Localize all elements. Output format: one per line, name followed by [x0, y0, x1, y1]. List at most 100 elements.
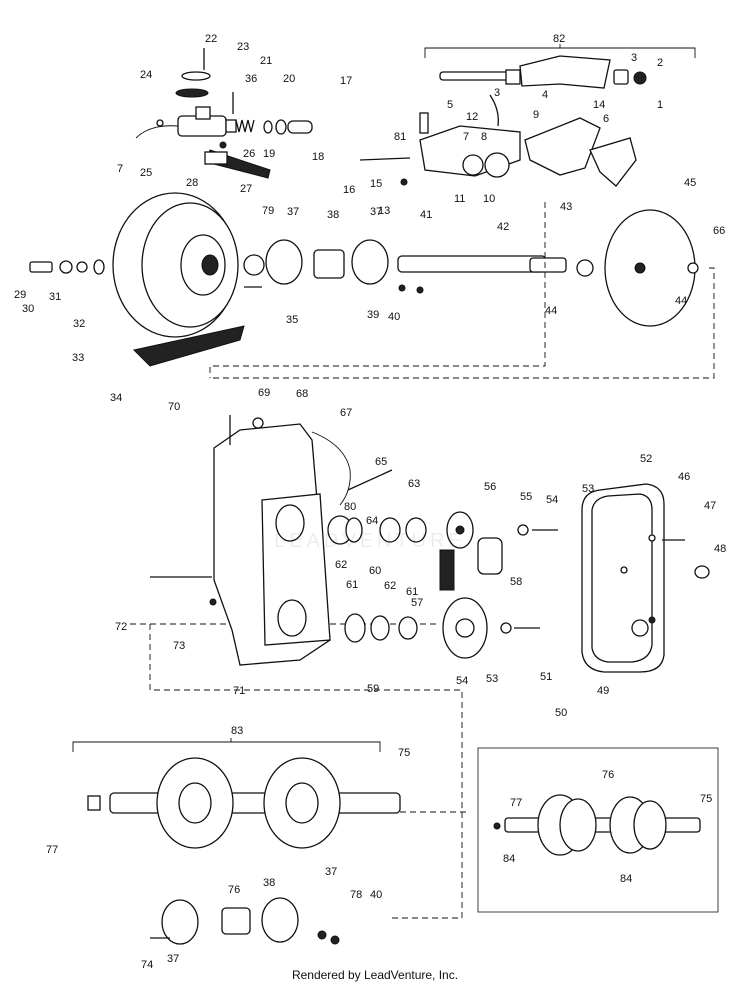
callout-53: 53: [486, 673, 498, 685]
callout-61: 61: [346, 579, 358, 591]
callout-5: 5: [447, 99, 453, 111]
callout-75: 75: [398, 747, 410, 759]
callout-71: 71: [233, 685, 245, 697]
callout-16: 16: [343, 184, 355, 196]
callout-31: 31: [49, 291, 61, 303]
callout-54: 54: [546, 494, 558, 506]
callout-47: 47: [704, 500, 716, 512]
callout-33: 33: [72, 352, 84, 364]
callout-59: 59: [367, 683, 379, 695]
callout-66: 66: [713, 225, 725, 237]
callout-17: 17: [340, 75, 352, 87]
callout-58: 58: [510, 576, 522, 588]
callout-55: 55: [520, 491, 532, 503]
callout-79: 79: [262, 205, 274, 217]
callout-10: 10: [483, 193, 495, 205]
callout-37: 37: [287, 206, 299, 218]
callout-7: 7: [117, 163, 123, 175]
callout-41: 41: [420, 209, 432, 221]
callout-49: 49: [597, 685, 609, 697]
callout-18: 18: [312, 151, 324, 163]
callout-67: 67: [340, 407, 352, 419]
callout-84: 84: [620, 873, 632, 885]
primary-clutch: [29, 192, 245, 367]
callout-20: 20: [283, 73, 295, 85]
callout-35: 35: [286, 314, 298, 326]
callout-77: 77: [46, 844, 58, 856]
callout-82: 82: [553, 33, 565, 45]
inset-alternate-axle: [477, 747, 719, 913]
callout-6: 6: [603, 113, 609, 125]
callout-62: 62: [384, 580, 396, 592]
callout-12: 12: [466, 111, 478, 123]
callout-3: 3: [494, 87, 500, 99]
callout-14: 14: [593, 99, 605, 111]
watermark: LEADVENTURE: [274, 530, 466, 552]
callout-60: 60: [369, 565, 381, 577]
callout-2: 2: [657, 57, 663, 69]
callout-30: 30: [22, 303, 34, 315]
callout-68: 68: [296, 388, 308, 400]
callout-64: 64: [366, 515, 378, 527]
callout-80: 80: [344, 501, 356, 513]
callout-50: 50: [555, 707, 567, 719]
callout-25: 25: [140, 167, 152, 179]
callout-44: 44: [675, 295, 687, 307]
callout-40: 40: [388, 311, 400, 323]
callout-37: 37: [325, 866, 337, 878]
callout-29: 29: [14, 289, 26, 301]
callout-46: 46: [678, 471, 690, 483]
track-drive-axle: [72, 738, 401, 945]
callout-52: 52: [640, 453, 652, 465]
callout-3: 3: [631, 52, 637, 64]
callout-11: 11: [454, 193, 465, 205]
callout-78: 78: [350, 889, 362, 901]
callout-23: 23: [237, 41, 249, 53]
callout-15: 15: [370, 178, 382, 190]
jackshaft-assembly: [243, 209, 699, 327]
callout-83: 83: [231, 725, 243, 737]
chaincase-housing: [150, 415, 351, 666]
footer-credit: Rendered by LeadVenture, Inc.: [291, 968, 459, 982]
callout-63: 63: [408, 478, 420, 490]
upper-bracket-parts: [359, 55, 647, 187]
callout-76: 76: [228, 884, 240, 896]
callout-21: 21: [260, 55, 272, 67]
callout-37: 37: [370, 206, 382, 218]
callout-74: 74: [141, 959, 153, 971]
callout-45: 45: [684, 177, 696, 189]
callout-28: 28: [186, 177, 198, 189]
callout-13: 13: [378, 205, 390, 217]
callout-32: 32: [73, 318, 85, 330]
callout-8: 8: [481, 131, 487, 143]
callout-22: 22: [205, 33, 217, 45]
callout-40: 40: [370, 889, 382, 901]
callout-4: 4: [542, 89, 548, 101]
callout-77: 77: [510, 797, 522, 809]
callout-27: 27: [240, 183, 252, 195]
callout-76: 76: [602, 769, 614, 781]
callout-53: 53: [582, 483, 594, 495]
callout-62: 62: [335, 559, 347, 571]
callout-26: 26: [243, 148, 255, 160]
chain-sprocket-set: [327, 469, 558, 659]
brake-lever-assembly: [135, 48, 313, 179]
callout-70: 70: [168, 401, 180, 413]
callout-65: 65: [375, 456, 387, 468]
callout-37: 37: [167, 953, 179, 965]
callout-72: 72: [115, 621, 127, 633]
callout-75: 75: [700, 793, 712, 805]
callout-84: 84: [503, 853, 515, 865]
callout-42: 42: [497, 221, 509, 233]
callout-44: 44: [545, 305, 557, 317]
callout-48: 48: [714, 543, 726, 555]
callout-43: 43: [560, 201, 572, 213]
callout-9: 9: [533, 109, 539, 121]
bracket-82: [424, 44, 696, 58]
callout-56: 56: [484, 481, 496, 493]
callout-38: 38: [263, 877, 275, 889]
callout-73: 73: [173, 640, 185, 652]
callout-54: 54: [456, 675, 468, 687]
